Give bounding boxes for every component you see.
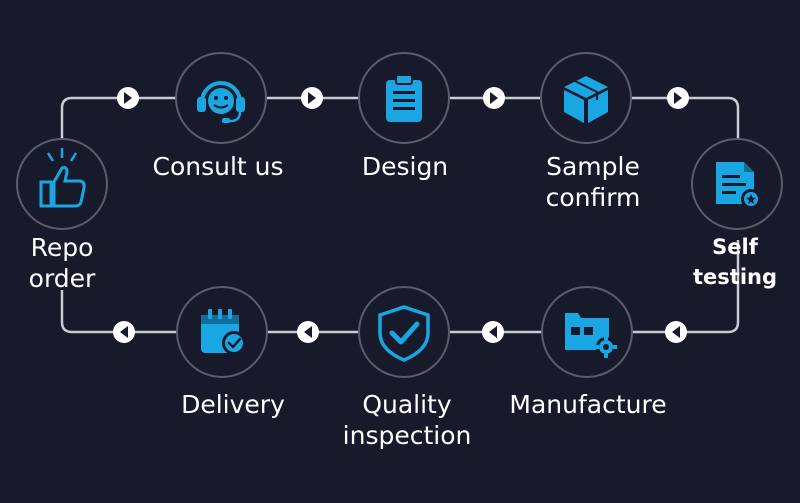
calendar-check-icon: [201, 309, 246, 355]
arrow-badge-6: [482, 321, 504, 343]
step-label-sample-confirm: Sample confirm: [545, 152, 641, 212]
chevron-arrow-icon: [304, 326, 312, 338]
step-label-manufacture: Manufacture: [509, 390, 667, 419]
chevron-arrow-icon: [672, 326, 680, 338]
chevron-arrow-icon: [308, 92, 316, 104]
chevron-arrow-icon: [490, 92, 498, 104]
step-label-self-testing: Self testing: [693, 235, 777, 289]
chevron-arrow-icon: [489, 326, 497, 338]
step-circle-quality-inspection: [358, 286, 450, 378]
shield-check-icon: [378, 305, 430, 362]
arrow-badge-8: [113, 321, 135, 343]
arrow-badge-5: [665, 321, 687, 343]
chevron-arrow-icon: [124, 92, 132, 104]
step-label-design: Design: [361, 152, 449, 181]
chevron-arrow-icon: [674, 92, 682, 104]
chevron-arrow-icon: [120, 326, 128, 338]
box-icon: [564, 76, 608, 123]
arrow-badge-3: [483, 87, 505, 109]
arrow-badge-2: [301, 87, 323, 109]
arrow-badge-1: [117, 87, 139, 109]
thumbs-up-icon: [39, 148, 86, 208]
factory-gear-icon: [565, 313, 617, 358]
step-label-quality-inspection: Quality inspection: [342, 390, 472, 450]
step-label-delivery: Delivery: [181, 390, 285, 419]
step-label-repo-order: Repo order: [28, 233, 96, 293]
certificate-document-icon: [716, 162, 761, 209]
arrow-badge-4: [667, 87, 689, 109]
arrow-badge-7: [297, 321, 319, 343]
step-label-consult-us: Consult us: [152, 152, 284, 181]
customer-service-headset-icon: [197, 81, 245, 123]
clipboard-icon: [386, 74, 422, 122]
